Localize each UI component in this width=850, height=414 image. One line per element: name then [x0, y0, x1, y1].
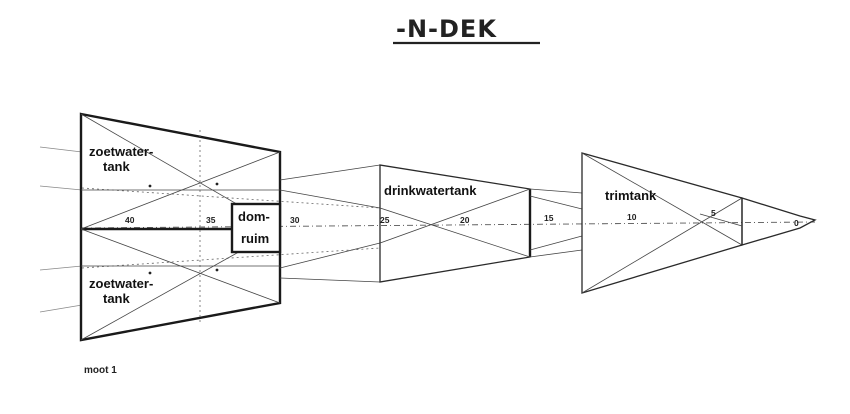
leader-lines [39, 146, 381, 313]
frame-number: 25 [380, 215, 390, 225]
zoetwatertank-top-label: zoetwater- tank [89, 144, 157, 174]
moot-note: moot 1 [84, 365, 117, 376]
frame-number: 15 [544, 213, 554, 223]
frame-number: 35 [206, 215, 216, 225]
diagram-title: -N-DEK [396, 15, 497, 43]
centre-line [81, 221, 816, 229]
stern-block [79, 112, 282, 342]
domruim-box [230, 202, 282, 254]
zoetwatertank-bottom-label: zoetwater- tank [89, 276, 157, 306]
connector-lines [279, 164, 381, 283]
domruim-label: dom- ruim [238, 209, 273, 246]
frame-number: 30 [290, 215, 300, 225]
trimtank-block [581, 152, 817, 294]
frame-numbers: 40 35 30 25 20 15 10 5 0 [125, 208, 799, 228]
frame-number: 40 [125, 215, 135, 225]
frame-number: 5 [711, 208, 716, 218]
drinkwatertank-label: drinkwatertank [384, 183, 477, 198]
trimtank-label: trimtank [605, 188, 657, 203]
frame-number: 20 [460, 215, 470, 225]
frame-number: 10 [627, 212, 637, 222]
drinkwatertank-block [379, 164, 583, 283]
frame-number: 0 [794, 218, 799, 228]
